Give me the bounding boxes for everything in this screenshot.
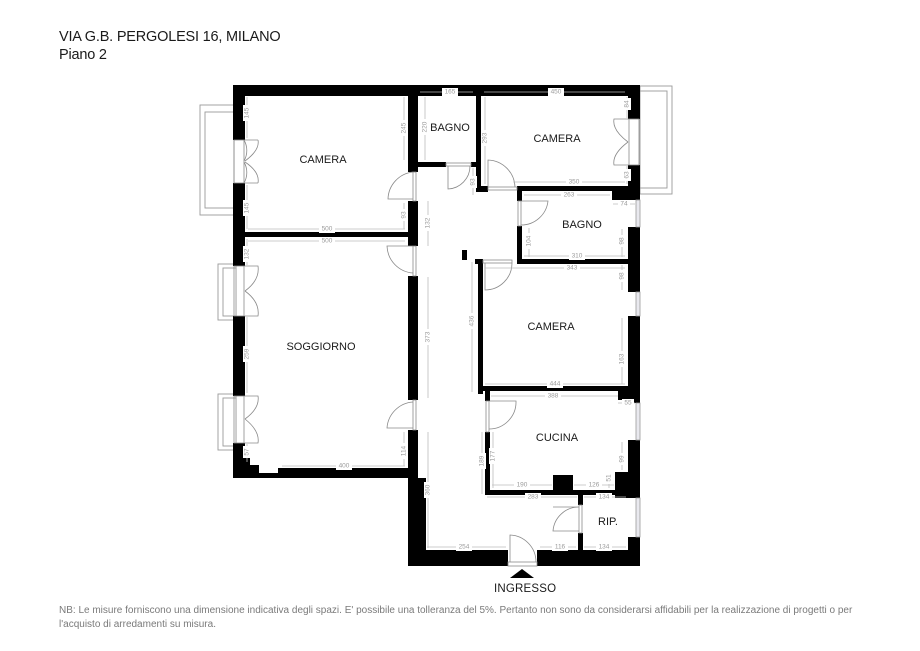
entrance-door[interactable]	[507, 561, 538, 567]
dimension-label: 132	[244, 248, 251, 259]
dimension-label: 283	[528, 494, 539, 501]
dimension-label: 310	[572, 253, 583, 260]
dimension-label: 132	[425, 217, 432, 228]
room-labels: CAMERA BAGNO CAMERA BAGNO SOGGIORNO CAMERA CUC…	[286, 122, 618, 528]
dimension-label: 116	[555, 544, 566, 551]
plan-header: VIA G.B. PERGOLESI 16, MILANO Piano 2	[59, 28, 281, 64]
room-label-bagno-2: BAGNO	[562, 219, 602, 231]
dimension-label: 93	[401, 211, 408, 219]
dimension-label: 99	[619, 455, 626, 463]
dimension-label: 57	[244, 448, 251, 456]
triangle-up-icon	[510, 569, 534, 578]
dimension-label: 98	[619, 272, 626, 280]
dimension-label: 293	[482, 132, 489, 143]
dimension-label: 145	[244, 202, 251, 213]
dimension-label: 373	[425, 331, 432, 342]
dimension-label: 93	[470, 178, 477, 186]
entrance-label: INGRESSO	[494, 583, 557, 595]
room-label-bagno-1: BAGNO	[430, 122, 470, 134]
dimension-label: 165	[445, 89, 456, 96]
dimension-label: 400	[339, 463, 350, 470]
dimension-label: 500	[322, 238, 333, 245]
room-label-cucina: CUCINA	[536, 432, 579, 444]
dimension-label: 55	[624, 400, 632, 407]
dimension-label: 190	[517, 482, 528, 489]
dimension-label: 51	[606, 474, 613, 482]
dimension-label: 74	[620, 201, 628, 208]
dimension-label: 220	[422, 121, 429, 132]
dimension-labels: 145 145 245 500 500 93 132 165 220 93 293 450 84 63 35…	[243, 88, 634, 551]
dimension-label: 114	[401, 445, 408, 456]
balconies	[199, 85, 673, 451]
room-label-camera-2: CAMERA	[533, 133, 581, 145]
dimension-label: 104	[526, 235, 533, 246]
floor-label: Piano 2	[59, 47, 107, 63]
dimension-label: 98	[619, 237, 626, 245]
dimension-label: 259	[244, 348, 251, 359]
dimension-label: 177	[490, 450, 497, 461]
room-label-camera-1: CAMERA	[299, 154, 347, 166]
dimension-label: 254	[459, 544, 470, 551]
walls	[233, 85, 640, 566]
dimension-label: 444	[550, 381, 561, 388]
address-title: VIA G.B. PERGOLESI 16, MILANO	[59, 29, 281, 45]
disclaimer-note: NB: Le misure forniscono una dimensione …	[59, 605, 853, 630]
room-label-soggiorno: SOGGIORNO	[286, 341, 356, 353]
dimension-label: 134	[599, 544, 610, 551]
dimension-label: 450	[551, 89, 562, 96]
dimension-label: 163	[619, 353, 626, 364]
doors	[233, 118, 640, 567]
dimension-label: 134	[599, 494, 610, 501]
dimension-label: 84	[624, 100, 631, 108]
dimension-label: 189	[479, 455, 486, 466]
dimension-label: 145	[244, 107, 251, 118]
windows	[635, 199, 641, 538]
dimension-label: 245	[401, 122, 408, 133]
dimension-label: 350	[569, 179, 580, 186]
dimension-label: 360	[425, 484, 432, 495]
dimension-label: 436	[469, 315, 476, 326]
room-label-ripostiglio: RIP.	[598, 516, 618, 528]
room-label-camera-3: CAMERA	[527, 321, 575, 333]
dimension-label: 126	[589, 482, 600, 489]
dimension-label: 388	[548, 393, 559, 400]
dimension-label: 500	[322, 226, 333, 233]
dimension-label: 343	[567, 265, 578, 272]
dimension-label: 63	[624, 171, 631, 179]
dimension-label: 263	[564, 192, 575, 199]
